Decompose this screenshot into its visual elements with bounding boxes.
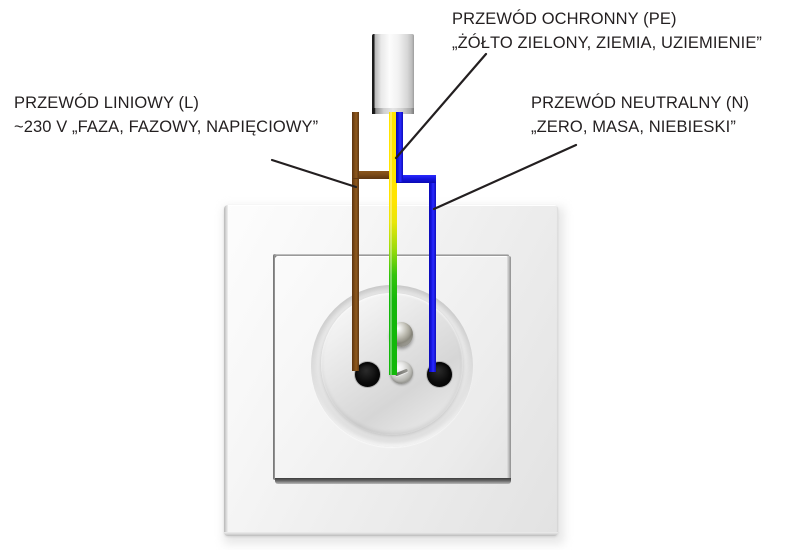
label-protective-earth: PRZEWÓD OCHRONNY (PE) „ŻÓŁTO ZIELONY, ZI… — [452, 8, 762, 56]
label-neutral-conductor: PRZEWÓD NEUTRALNY (N) „ZERO, MASA, NIEBI… — [531, 92, 749, 140]
socket-inner-groove-bottom — [275, 478, 511, 484]
label-pe-line1: PRZEWÓD OCHRONNY (PE) — [452, 10, 677, 28]
label-l-line2: ~230 V „FAZA, FAZOWY, NAPIĘCIOWY” — [14, 117, 319, 136]
label-pe-line2: „ŻÓŁTO ZIELONY, ZIEMIA, UZIEMIENIE” — [452, 33, 763, 52]
socket-hole-left — [355, 362, 380, 387]
label-n-line2: „ZERO, MASA, NIEBIESKI” — [531, 117, 736, 136]
wire-line-vertical-upper — [352, 112, 359, 178]
cable-jacket-tip — [372, 108, 414, 114]
socket-inner-groove-right — [507, 256, 511, 482]
cable-jacket — [372, 34, 414, 112]
label-n-line1: PRZEWÓD NEUTRALNY (N) — [531, 94, 750, 112]
wire-neutral-vertical-lower — [429, 175, 436, 372]
wire-protective-earth — [389, 112, 397, 375]
wire-line-vertical-lower — [352, 171, 359, 371]
wire-line-horizontal — [352, 171, 392, 179]
leader-line-l — [270, 158, 358, 189]
wire-neutral-vertical-upper — [396, 112, 403, 182]
label-line-conductor: PRZEWÓD LINIOWY (L) ~230 V „FAZA, FAZOWY… — [14, 92, 318, 140]
wire-neutral-horizontal — [396, 175, 436, 183]
label-l-line1: PRZEWÓD LINIOWY (L) — [14, 94, 199, 112]
